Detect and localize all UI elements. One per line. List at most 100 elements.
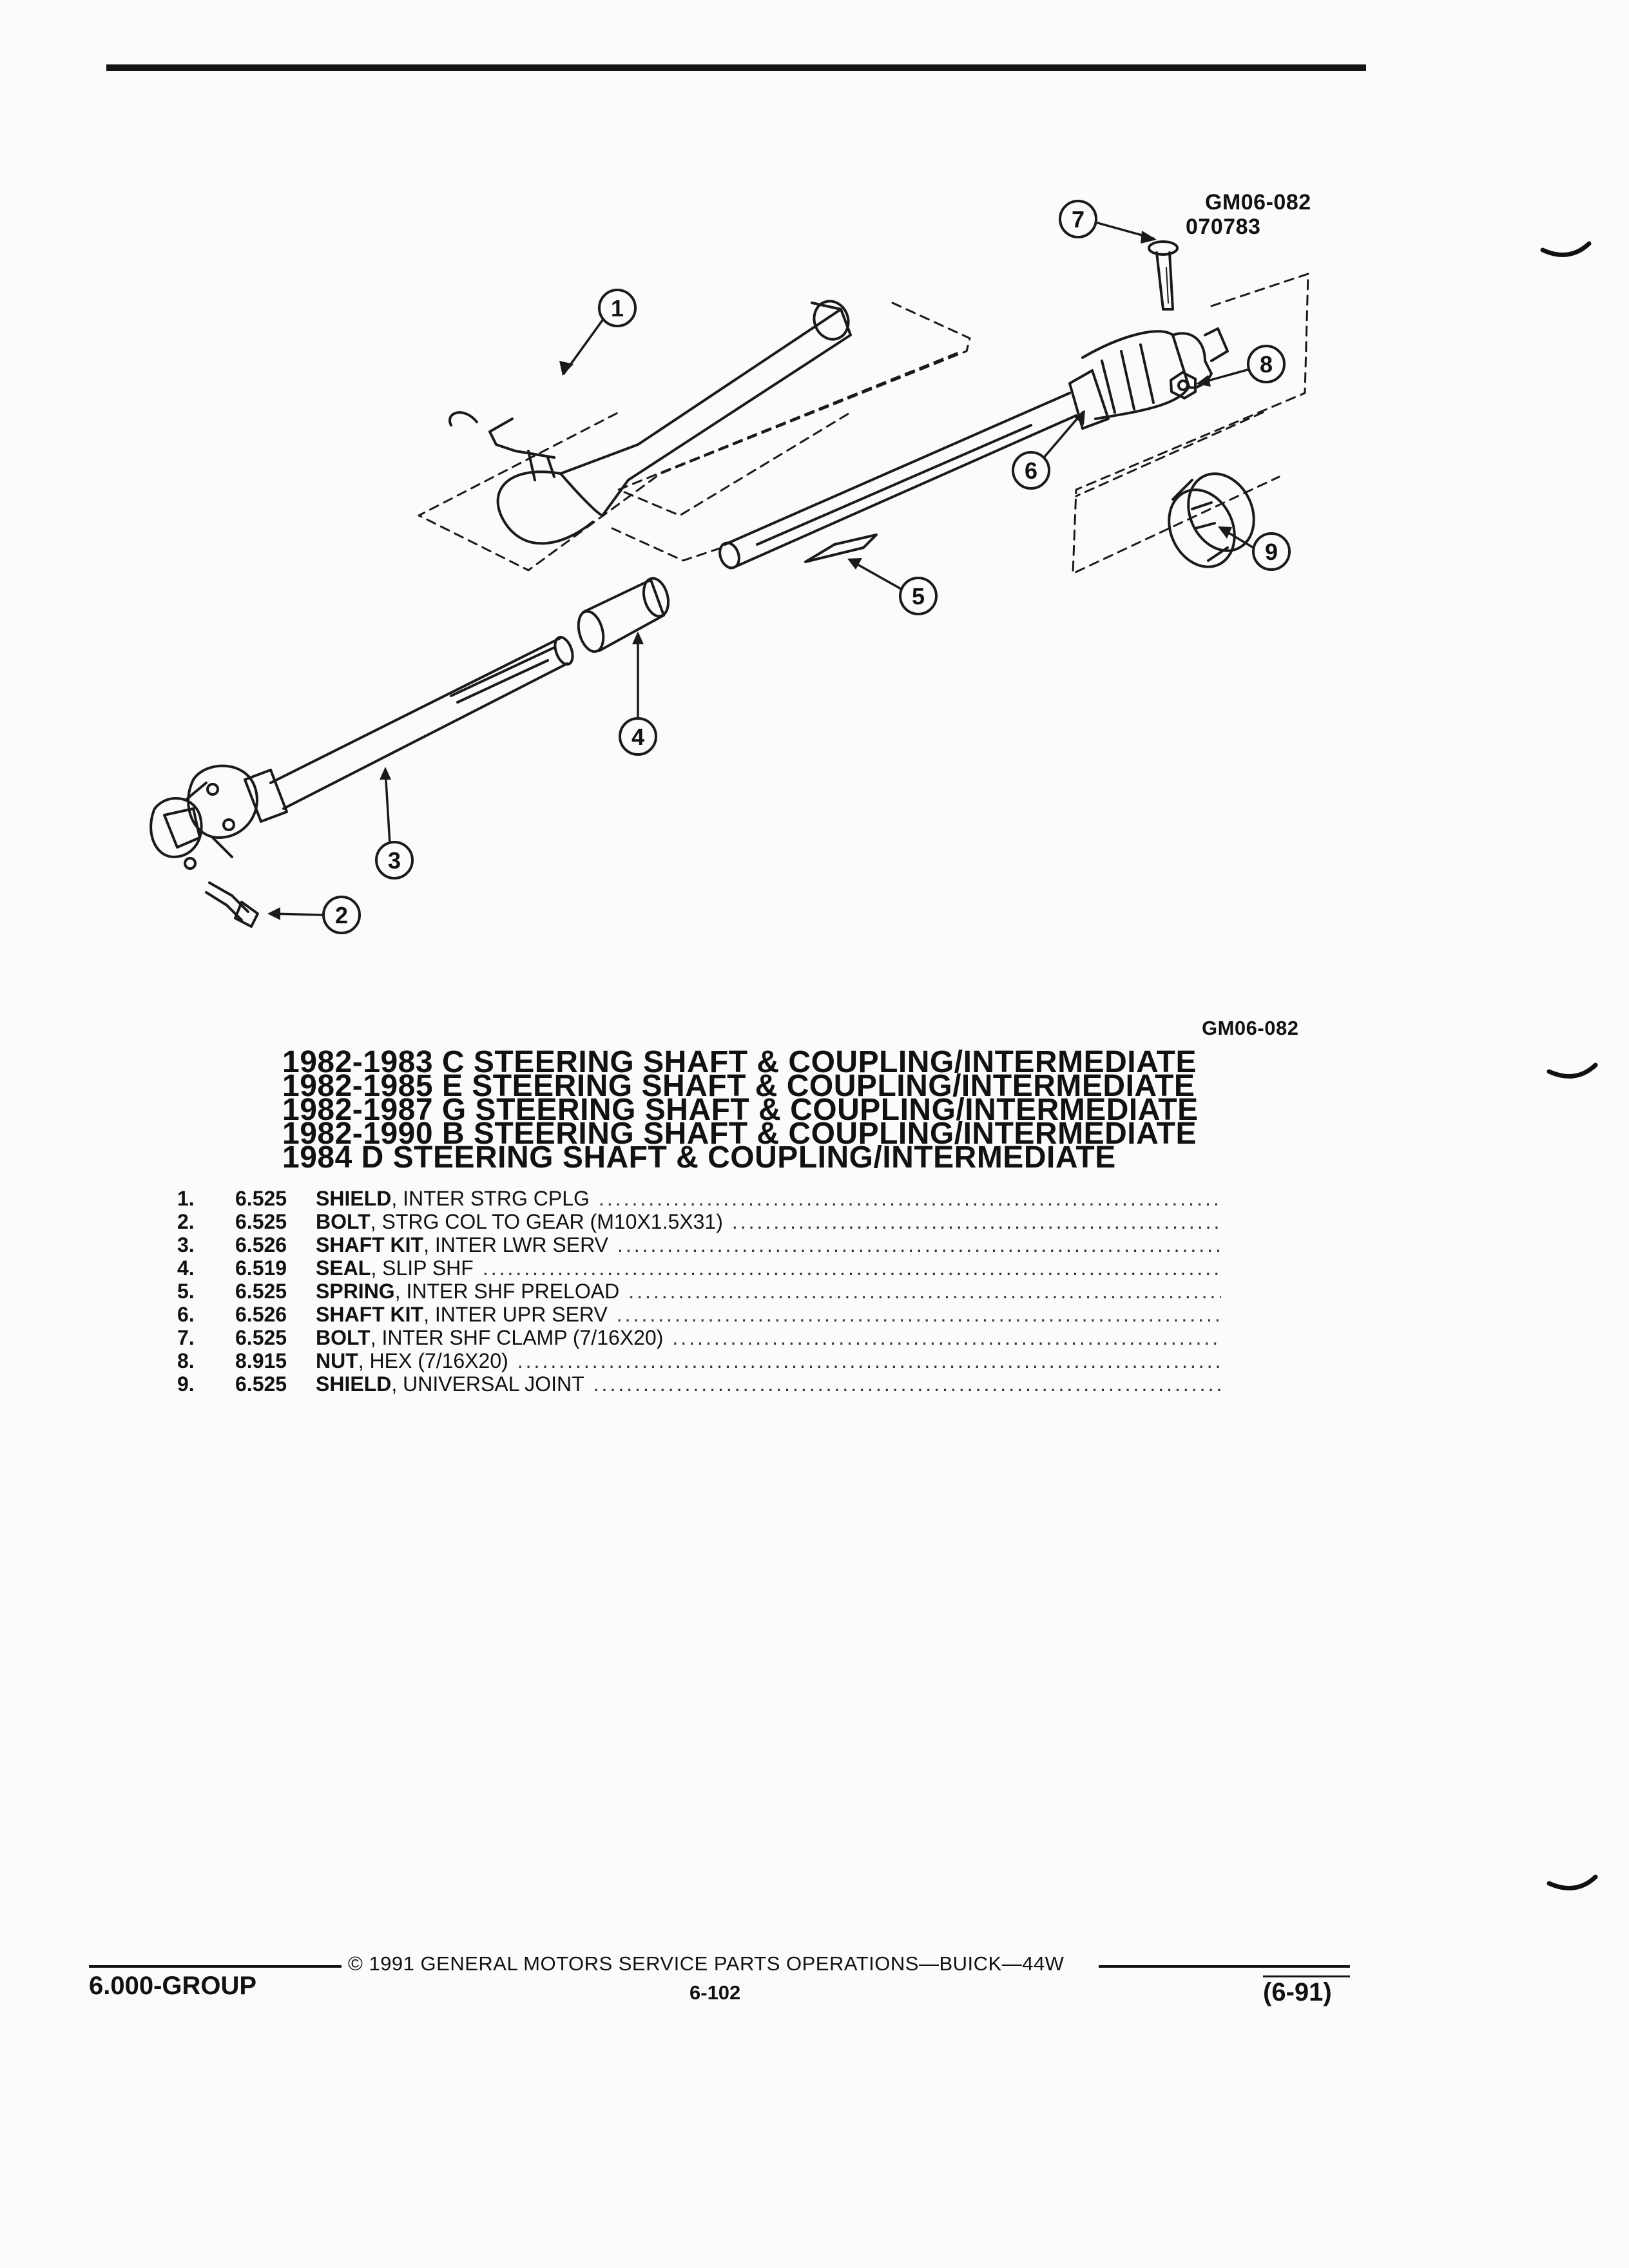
part-number: 1.	[177, 1187, 195, 1210]
part-group-code: 6.525	[235, 1372, 287, 1396]
binder-edge-mark	[1547, 1874, 1598, 1890]
part-name: SHAFT KIT	[316, 1303, 424, 1326]
part-description: , INTER LWR SERV	[423, 1233, 608, 1256]
part-shield-inter-strg-cplg	[448, 300, 852, 545]
part-description: , INTER SHF CLAMP (7/16X20)	[370, 1326, 664, 1349]
part-number: 5.	[177, 1280, 195, 1303]
callout-number: 4	[631, 724, 644, 750]
part-number: 4.	[177, 1256, 195, 1280]
part-number: 2.	[177, 1210, 195, 1233]
part-bolt-strg-col-to-gear	[205, 881, 259, 928]
part-group-code: 6.525	[235, 1187, 287, 1210]
callout-8	[1247, 345, 1286, 383]
footer-revision: (6-91)	[1263, 1978, 1332, 2006]
leader-arrowheads	[267, 231, 1232, 920]
part-name: SHIELD	[316, 1187, 392, 1210]
part-name: SHAFT KIT	[316, 1233, 424, 1256]
dot-leader	[483, 1256, 1221, 1280]
parts-list-row: 3. 6.526 SHAFT KIT , INTER LWR SERV	[177, 1233, 1221, 1256]
part-description: , INTER SHF PRELOAD	[394, 1280, 620, 1303]
part-bolt-inter-shf-clamp	[1148, 240, 1179, 311]
binder-edge-mark	[1540, 241, 1592, 257]
callout-4	[619, 717, 657, 756]
parts-list-row: 5. 6.525 SPRING , INTER SHF PRELOAD	[177, 1280, 1221, 1303]
figure-ref-code: GM06-082	[1205, 190, 1311, 215]
section-titles: 1982-1983 C STEERING SHAFT & COUPLING/IN…	[282, 1045, 1199, 1175]
parts-list-row: 9. 6.525 SHIELD , UNIVERSAL JOINT	[177, 1372, 1221, 1396]
parts-list-row: 2. 6.525 BOLT , STRG COL TO GEAR (M10X1.…	[177, 1210, 1221, 1233]
callout-number: 7	[1072, 206, 1084, 233]
part-description: , HEX (7/16X20)	[358, 1349, 508, 1372]
part-group-code: 8.915	[235, 1349, 287, 1372]
parts-list-row: 6. 6.526 SHAFT KIT , INTER UPR SERV	[177, 1303, 1221, 1326]
footer-rule-right	[1099, 1965, 1350, 1968]
part-description: , SLIP SHF	[371, 1256, 474, 1280]
dot-leader	[672, 1326, 1221, 1350]
footer-rule-revision	[1263, 1975, 1350, 1977]
section-title: 1982-1987 G STEERING SHAFT & COUPLING/IN…	[282, 1093, 1199, 1127]
part-number: 3.	[177, 1233, 195, 1256]
parts-list-row: 7. 6.525 BOLT , INTER SHF CLAMP (7/16X20…	[177, 1326, 1221, 1349]
leader-lines	[269, 221, 1258, 916]
callout-2	[322, 896, 361, 934]
part-description: , INTER UPR SERV	[423, 1303, 608, 1326]
part-group-code: 6.526	[235, 1233, 287, 1256]
callout-number: 3	[388, 847, 401, 874]
callout-number: 8	[1260, 351, 1273, 378]
part-group-code: 6.526	[235, 1303, 287, 1326]
part-description: , INTER STRG CPLG	[391, 1187, 590, 1210]
part-name: SHIELD	[316, 1372, 392, 1396]
callout-number: 9	[1265, 539, 1278, 565]
dot-leader	[593, 1372, 1221, 1396]
callout-circles	[322, 200, 1291, 934]
part-name: SEAL	[316, 1256, 371, 1280]
part-group-code: 6.519	[235, 1256, 287, 1280]
part-number: 8.	[177, 1349, 195, 1372]
dashed-outline-shield	[418, 302, 971, 572]
footer-group-label: 6.000-GROUP	[89, 1972, 257, 2000]
callout-7	[1059, 200, 1097, 238]
callout-number: 2	[335, 902, 348, 928]
callout-9	[1252, 532, 1291, 571]
callout-6	[1012, 451, 1050, 490]
part-shaft-kit-upper	[718, 327, 1229, 570]
callout-number: 5	[912, 583, 925, 610]
part-shaft-kit-lower	[149, 635, 574, 870]
parts-list-row: 1. 6.525 SHIELD , INTER STRG CPLG	[177, 1187, 1221, 1210]
figure-ref-date: 070783	[1186, 215, 1261, 239]
part-number: 6.	[177, 1303, 195, 1326]
part-shield-universal-joint	[1168, 472, 1255, 568]
part-seal-slip	[577, 577, 670, 653]
footer-copyright: © 1991 GENERAL MOTORS SERVICE PARTS OPER…	[348, 1952, 1065, 1975]
dot-leader	[628, 1280, 1221, 1303]
part-description: , UNIVERSAL JOINT	[391, 1372, 584, 1396]
callout-3	[375, 841, 414, 879]
callout-1	[598, 289, 637, 327]
top-rule	[106, 64, 1366, 71]
footer-rule-left	[89, 1965, 342, 1968]
section-title: 1984 D STEERING SHAFT & COUPLING/INTERME…	[282, 1140, 1116, 1175]
parts-list: 1. 6.525 SHIELD , INTER STRG CPLG 2. 6.5…	[177, 1187, 1221, 1396]
dot-leader	[617, 1233, 1221, 1257]
part-description: , STRG COL TO GEAR (M10X1.5X31)	[370, 1210, 723, 1233]
section-title: 1982-1985 E STEERING SHAFT & COUPLING/IN…	[282, 1069, 1195, 1103]
callout-numbers: 1 2 3 4 5 6 7 8 9	[335, 206, 1278, 928]
callout-number: 6	[1025, 457, 1037, 484]
part-spring-preload	[804, 533, 878, 563]
part-hex-nut	[1170, 371, 1197, 399]
part-number: 9.	[177, 1372, 195, 1396]
dot-leader	[599, 1187, 1221, 1211]
part-name: SPRING	[316, 1280, 395, 1303]
part-name: BOLT	[316, 1326, 371, 1349]
footer-page-number: 6-102	[689, 1981, 741, 2004]
part-number: 7.	[177, 1326, 195, 1349]
callout-number: 1	[611, 295, 624, 322]
part-group-code: 6.525	[235, 1326, 287, 1349]
figure-ref-code-bottom: GM06-082	[1202, 1017, 1299, 1039]
section-title: 1982-1983 C STEERING SHAFT & COUPLING/IN…	[282, 1045, 1197, 1079]
part-name: BOLT	[316, 1210, 371, 1233]
part-group-code: 6.525	[235, 1210, 287, 1233]
dashed-outline-upper	[611, 273, 1309, 575]
dot-leader	[517, 1349, 1221, 1373]
exploded-parts-diagram: 1 2 3 4 5 6 7 8 9	[149, 200, 1309, 934]
